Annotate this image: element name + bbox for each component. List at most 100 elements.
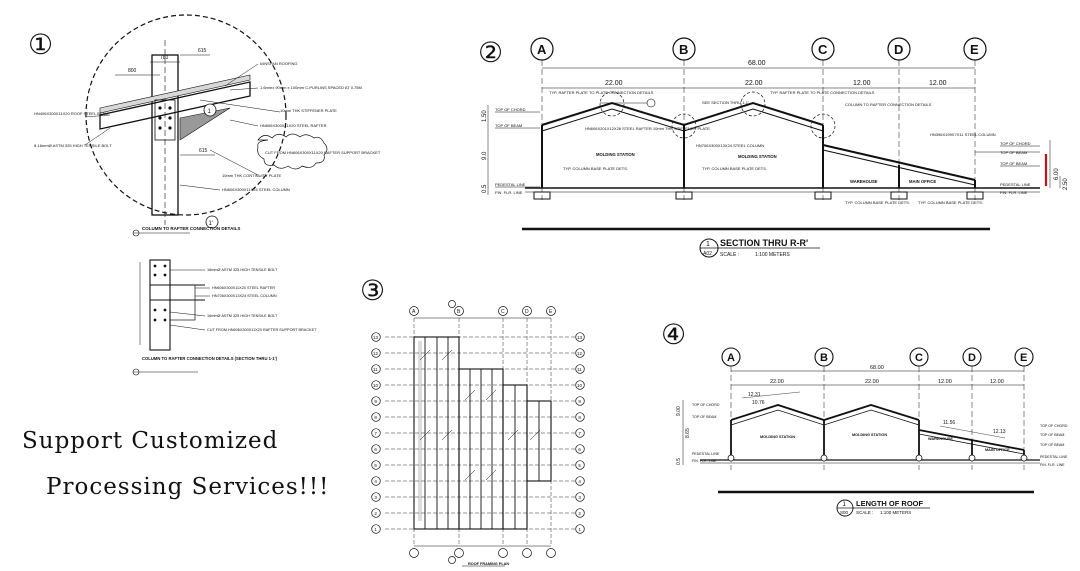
length-span-3: 12.00 (938, 379, 952, 385)
length-span-1: 22.00 (770, 379, 784, 385)
length-panel: ④ A B C D E 68.00 22.00 22.00 12.00 12.0… (661, 318, 1068, 517)
detail-2-bracket: CUT FROM HN606X300X11X20 RAFTER SUPPORT … (207, 328, 317, 332)
label-rafter-left: HN406X300X11X20 ROOF STEEL BEAM (34, 111, 108, 116)
length-level-pedestal: PEDESTAL LINE (692, 452, 720, 456)
length-grid-b: B (820, 352, 828, 364)
section-note-rafter-beam: HN606X201X12X28 STEEL RAFTER 10mm THK ST… (585, 126, 710, 131)
length-scale-value: 1:100 METERS (880, 510, 911, 515)
plan-row-label-right: 11 (577, 367, 582, 372)
length-slope-1: 12.31 (748, 392, 761, 398)
section-span-2: 22.00 (745, 80, 763, 87)
length-room-molding-2: MOLDING STATION (852, 433, 887, 437)
section-span-1: 22.00 (605, 80, 623, 87)
length-slope-4: 12.13 (993, 429, 1006, 435)
section-level-top-beam: TOP OF BEAM (495, 123, 522, 128)
plan-row-bubble (371, 412, 381, 422)
section-title: SECTION THRU R-R' (720, 238, 808, 248)
plan-row-bubble (371, 332, 381, 342)
plan-grid-e: E (549, 309, 553, 315)
plan-row-label-right: 10 (577, 383, 583, 388)
length-title-sheet: S00 (840, 510, 849, 515)
plan-row-label-right: 4 (578, 479, 581, 484)
length-grid-a: A (727, 352, 735, 364)
plan-row-label-left: 3 (374, 495, 377, 500)
plan-row-bubble (371, 348, 381, 358)
plan-row-bubble (575, 380, 585, 390)
plan-grid-c: C (501, 309, 505, 315)
section-level-pedestal: PEDESTAL LINE (495, 182, 526, 187)
plan-row-bubble (371, 460, 381, 470)
label-stiffener: 10mm THK STIFFENER PLATE (280, 108, 337, 113)
length-room-warehouse: WAREHOUSE (928, 437, 953, 441)
length-grid-d: D (968, 352, 976, 364)
plan-row-label-left: 12 (373, 351, 379, 356)
detail-2-rafter: HN606X300X11X20 STEEL RAFTER (212, 286, 275, 290)
length-slope-2: 10.76 (752, 400, 765, 406)
plan-row-bubble (575, 396, 585, 406)
plan-row-bubble (575, 476, 585, 486)
promo-line-2: Processing Services!!! (46, 474, 330, 500)
section-grid-d: D (894, 42, 903, 57)
section-level-r-pedestal: PEDESTAL LINE (1000, 182, 1031, 187)
plan-row-label-right: 12 (577, 351, 583, 356)
length-level-r-top-beam: TOP OF BEAM (1040, 433, 1064, 437)
plan-row-bubble (575, 348, 585, 358)
length-grid-c: C (915, 352, 923, 364)
length-level-r-fin-floor: FIN. FLR. LINE (1040, 463, 1065, 467)
bubble-1: 1 (208, 109, 212, 115)
length-room-main-office: MAIN OFFICE (985, 448, 1010, 452)
detail-2-bolt-2: 16mmØ ASTM 325 HIGH TENSILE BOLT (207, 314, 278, 318)
section-title-num: 1 (706, 241, 710, 248)
plan-row-bubble (575, 412, 585, 422)
dim-800: 800 (128, 68, 137, 74)
section-grid-a: A (537, 42, 547, 57)
section-height-9: 9.0 (482, 151, 488, 160)
length-level-r-top-chord: TOP OF CHORD (1040, 424, 1068, 428)
section-note-col-c: HN396X199X7X11 STEEL COLUMN (930, 132, 996, 137)
section-note-base-1: TYP. COLUMN BASE PLATE DETS. (563, 166, 628, 171)
section-span-4: 12.00 (929, 80, 947, 87)
plan-row-bubble (575, 332, 585, 342)
plan-row-label-left: 13 (373, 335, 379, 340)
plan-grid-d: D (525, 309, 529, 315)
length-level-top-beam: TOP OF BEAM (692, 415, 716, 419)
dim-615-top: 615 (198, 48, 207, 54)
plan-row-label-right: 2 (578, 511, 581, 516)
section-grid-c: C (818, 42, 828, 57)
label-purlin: 1.6mmx 90mm x 100mm C-PURLINS SPACED AT … (260, 85, 362, 90)
section-level-r-top-beam: TOP OF BEAM (1000, 150, 1027, 155)
section-scale: SCALE : (720, 252, 739, 258)
label-cloud: CUT FROM HN606X300X11X20 RAFTER SUPPORT … (265, 150, 381, 155)
section-grid-b: B (679, 42, 688, 57)
section-level-r-top-chord: TOP OF CHORD (1000, 141, 1031, 146)
plan-row-label-right: 9 (578, 399, 581, 404)
plan-row-bubble (371, 364, 381, 374)
section-scale-value: 1:100 METERS (755, 252, 790, 258)
plan-row-label-left: 2 (374, 511, 377, 516)
plan-row-label-right: 5 (578, 463, 581, 468)
panel-number-1: ① (28, 28, 53, 61)
length-scale: SCALE : (856, 510, 873, 515)
plan-row-bubble (371, 380, 381, 390)
plan-grid-a: A (412, 309, 416, 315)
plan-row-label-right: 1 (578, 527, 581, 532)
section-height-2-5: 2.50 (1063, 178, 1069, 190)
section-level-r-fin-floor: FIN. FLR. LINE (1000, 190, 1028, 195)
plan-row-bubble (371, 444, 381, 454)
length-level-r-top-beam-2: TOP OF BEAM (1040, 443, 1064, 447)
section-note-col-rafter: COLUMN TO RAFTER CONNECTION DETAILS (845, 102, 932, 107)
length-level-top-chord: TOP OF CHORD (692, 403, 720, 407)
section-room-molding-1: MOLDING STATION (596, 152, 635, 157)
plan-row-label-left: 10 (373, 383, 379, 388)
section-title-sheet: A02 (703, 251, 712, 257)
section-room-warehouse: WAREHOUSE (850, 179, 878, 184)
length-room-molding-1: MOLDING STATION (760, 435, 795, 439)
section-total-length: 68.00 (748, 60, 766, 67)
label-bolt-left: 8-16mmØ ASTM 325 HIGH TENSILE BOLT (34, 143, 112, 148)
length-height-9: 9.00 (676, 406, 682, 416)
plan-row-bubble (575, 460, 585, 470)
section-grid-e: E (970, 42, 979, 57)
label-rafter: HN606X300X11X20 STEEL RAFTER (260, 123, 327, 128)
